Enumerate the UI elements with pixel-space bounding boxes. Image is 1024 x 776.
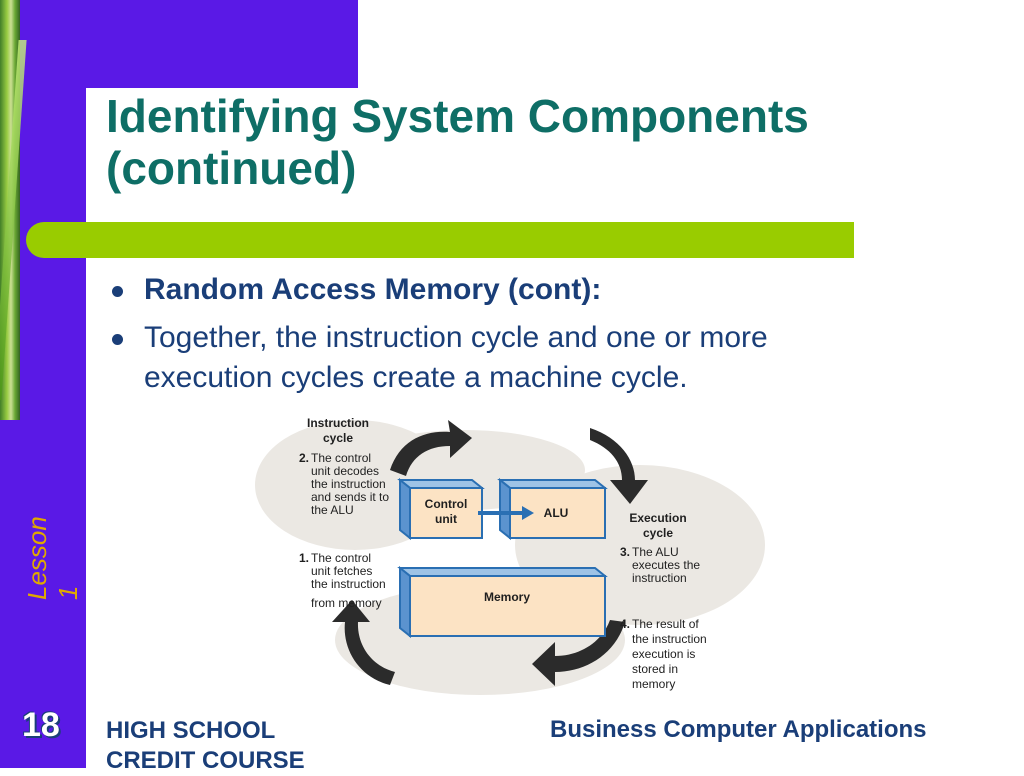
bullet-list: Random Access Memory (cont): Together, t… xyxy=(108,270,888,406)
step-1-line-2: unit fetches xyxy=(311,564,372,578)
control-unit-label-1: Control xyxy=(425,497,468,511)
bullet-text: Random Access Memory (cont): xyxy=(144,273,602,306)
bullet-dot xyxy=(112,334,123,345)
arrow-top-icon xyxy=(390,420,472,476)
alu-side xyxy=(499,477,511,541)
step-2-number: 2. xyxy=(299,451,309,465)
step-4-line-3: execution is xyxy=(632,647,695,661)
arrow-left-icon xyxy=(332,600,395,685)
title-line-2: (continued) xyxy=(106,142,357,194)
alu-top xyxy=(497,479,608,489)
bullet-item: Together, the instruction cycle and one … xyxy=(108,318,888,398)
footer-course-line-2: CREDIT COURSE xyxy=(106,747,305,774)
memory-side xyxy=(399,565,411,639)
instruction-cycle-heading-1: Instruction xyxy=(307,416,369,430)
step-1-line-3: the instruction xyxy=(311,577,386,591)
step-3-number: 3. xyxy=(620,545,630,559)
execution-cycle-heading-2: cycle xyxy=(643,526,673,540)
step-4-line-4: stored in xyxy=(632,662,678,676)
step-1-number: 1. xyxy=(299,551,309,565)
footer-course-line-1: HIGH SCHOOL xyxy=(106,717,276,744)
control-unit-side xyxy=(399,477,411,541)
control-unit-label-2: unit xyxy=(435,512,457,526)
memory-box xyxy=(409,575,606,637)
step-3-line-3: instruction xyxy=(632,571,687,585)
machine-cycle-diagram: Control unit ALU Memory Instruction cycl… xyxy=(255,416,765,695)
step-4-number: 4. xyxy=(620,617,630,631)
bullet-text: Together, the instruction cycle and one … xyxy=(144,321,768,394)
step-2-line-4: and sends it to xyxy=(311,490,389,504)
step-4-line-1: The result of xyxy=(632,617,699,631)
arrow-right-icon xyxy=(590,428,648,504)
slide-title: Identifying System Components (continued… xyxy=(106,90,926,194)
alu-label: ALU xyxy=(544,506,569,520)
bullet-item: Random Access Memory (cont): xyxy=(108,270,888,310)
control-unit-top xyxy=(397,479,485,489)
step-1-line-1: The control xyxy=(311,551,371,565)
footer-subject: Business Computer Applications xyxy=(550,716,927,743)
step-1-line-4: from memory xyxy=(311,596,382,610)
instruction-cycle-heading-2: cycle xyxy=(323,431,353,445)
step-4-line-5: memory xyxy=(632,677,675,691)
step-2-line-1: The control xyxy=(311,451,371,465)
step-2-line-2: unit decodes xyxy=(311,464,379,478)
step-3-line-2: executes the xyxy=(632,558,700,572)
memory-top xyxy=(397,567,608,577)
step-4-line-2: the instruction xyxy=(632,632,707,646)
step-2-line-3: the instruction xyxy=(311,477,386,491)
lesson-label: Lesson 1 xyxy=(22,516,83,600)
step-2-line-5: the ALU xyxy=(311,503,354,517)
bullet-dot xyxy=(112,286,123,297)
title-underline-bar xyxy=(26,222,854,258)
memory-label: Memory xyxy=(484,590,530,604)
step-3-line-1: The ALU xyxy=(632,545,679,559)
page-number: 18 xyxy=(22,706,60,744)
footer-course: HIGH SCHOOL CREDIT COURSE xyxy=(106,716,366,776)
title-line-1: Identifying System Components xyxy=(106,90,809,142)
execution-cycle-heading-1: Execution xyxy=(629,511,686,525)
control-unit-box xyxy=(409,487,483,539)
control-to-alu-arrowhead-icon xyxy=(522,506,534,520)
